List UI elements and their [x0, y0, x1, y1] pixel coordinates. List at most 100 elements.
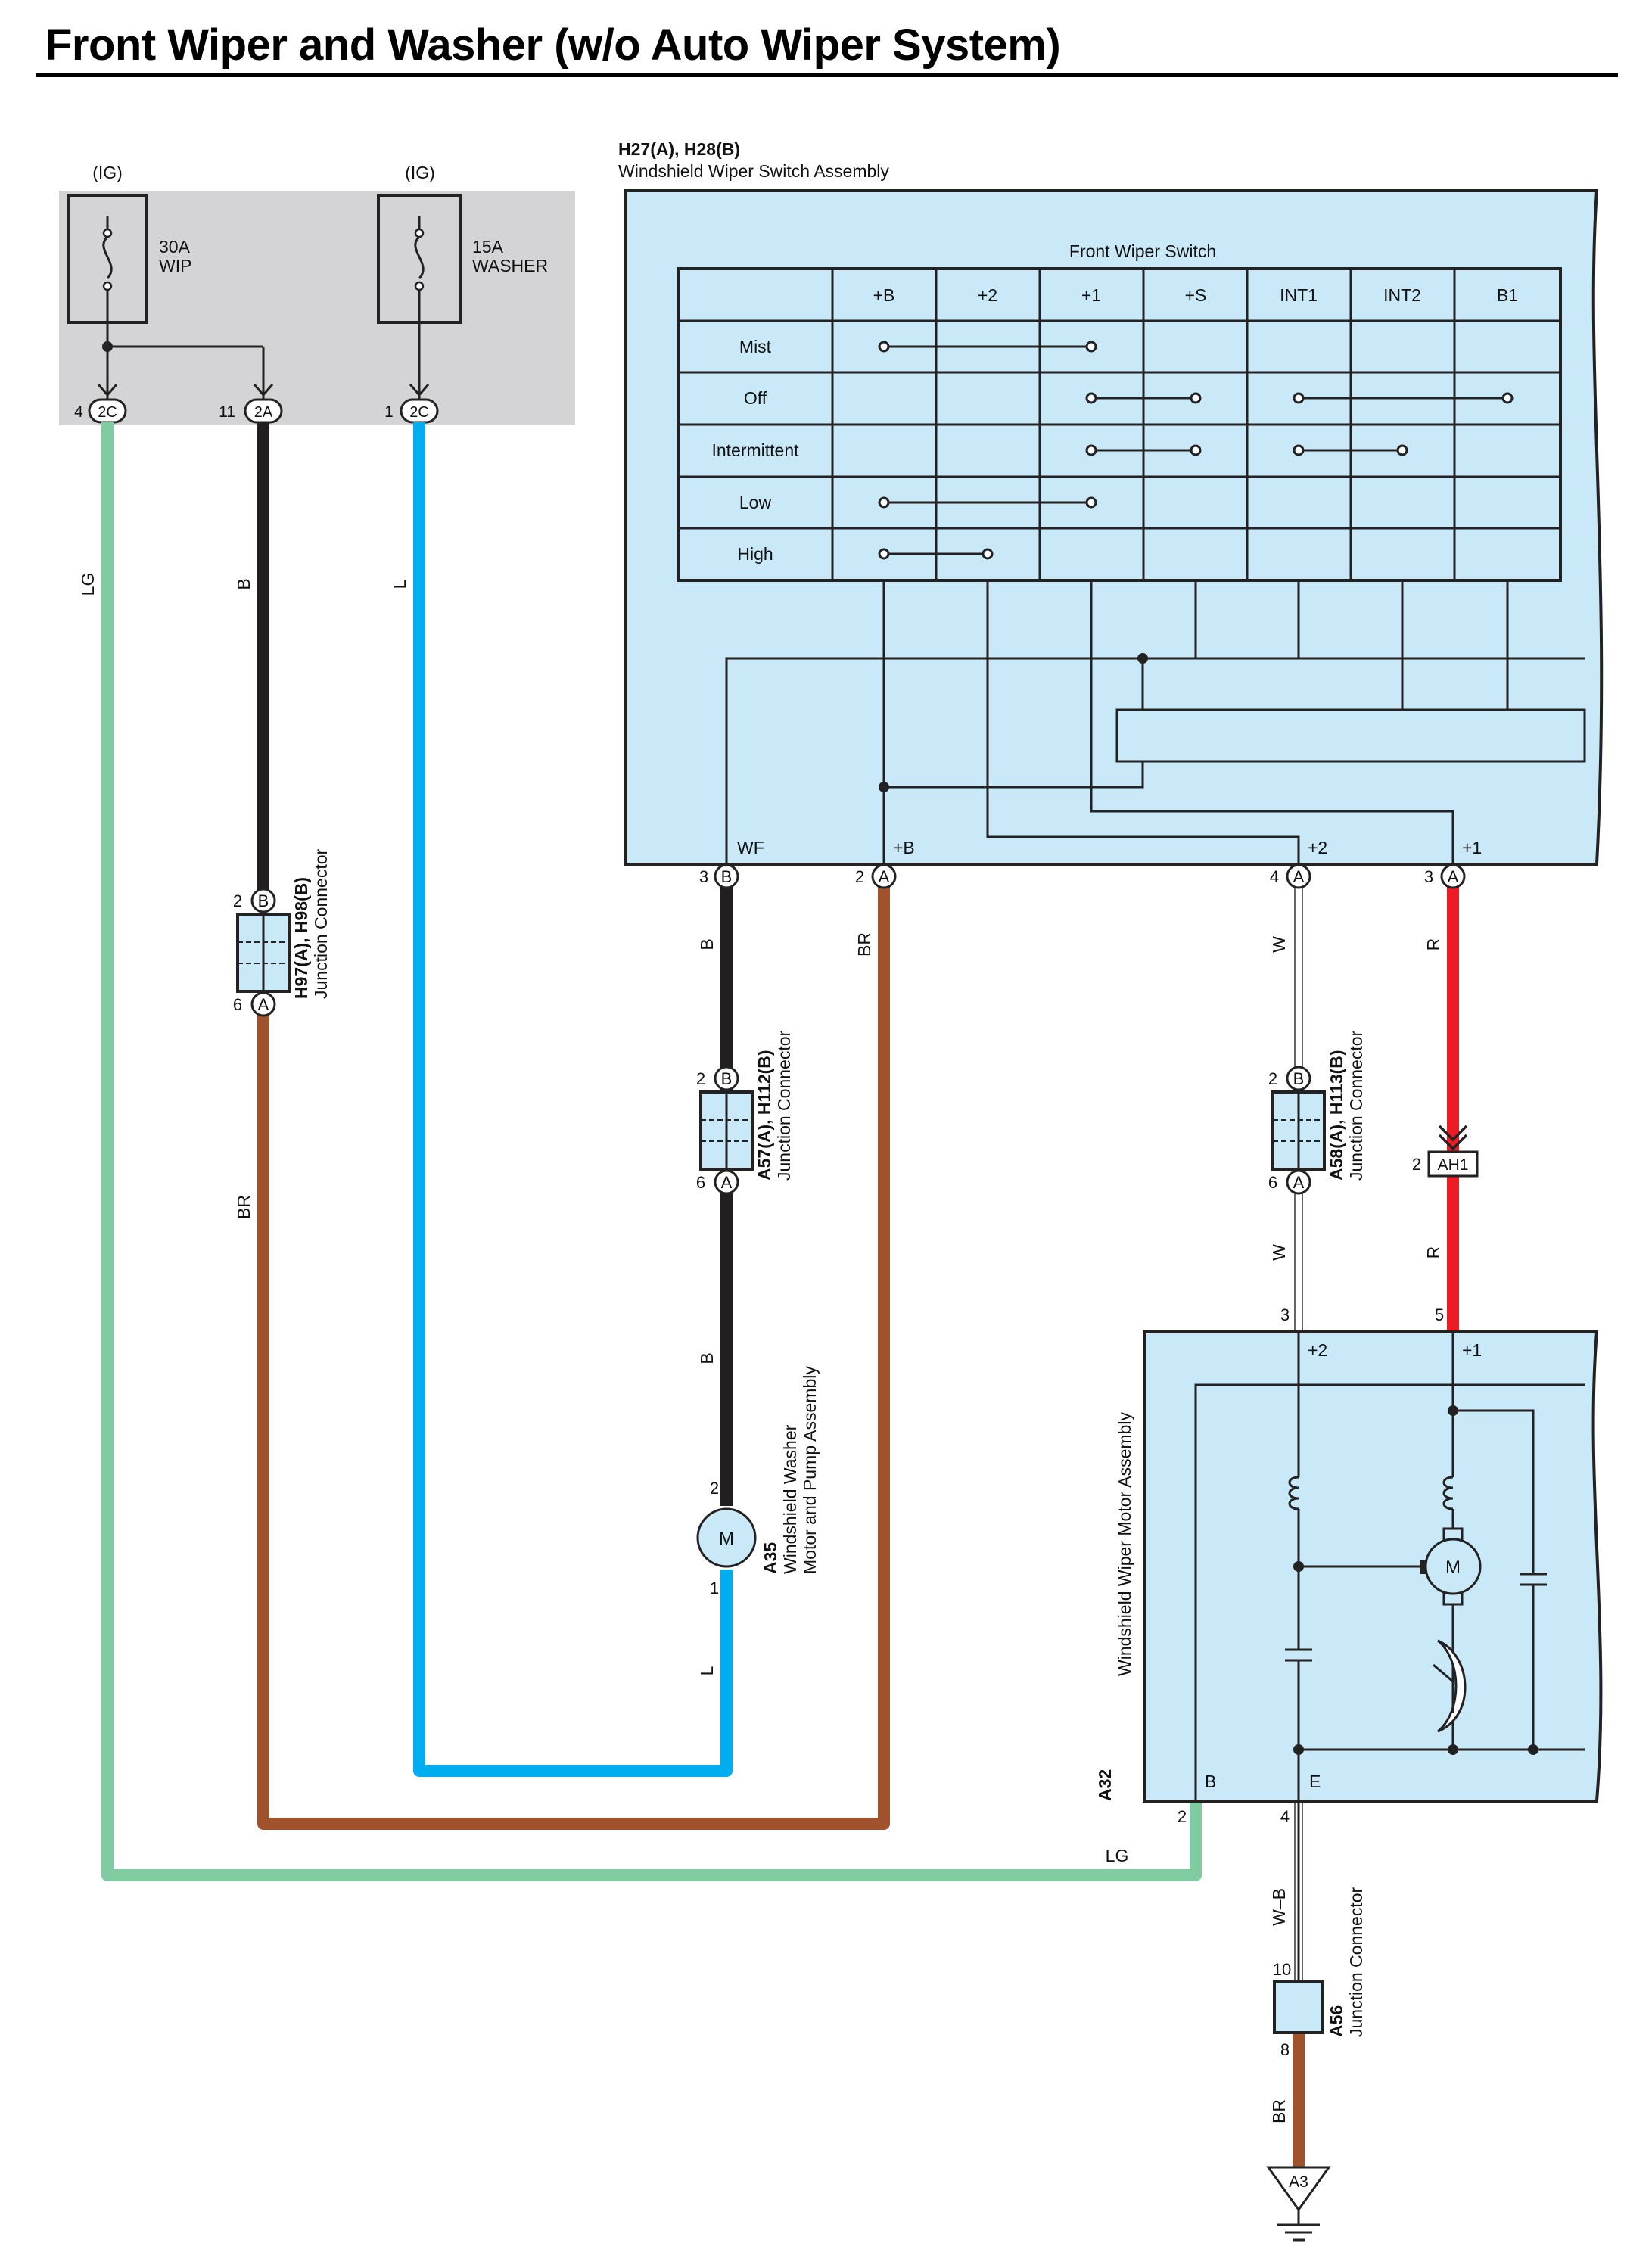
- junction-a57-ref: A57(A), H112(B): [754, 1050, 774, 1181]
- connector-ah1: AH1 2: [1412, 1125, 1479, 1178]
- wiper-terminal-label: E: [1309, 1772, 1321, 1791]
- row-label: Intermittent: [711, 440, 799, 460]
- wire-label-b: B: [697, 938, 717, 950]
- wiper-terminal-label: +1: [1462, 1340, 1482, 1360]
- connector-ah1-code: AH1: [1438, 1156, 1469, 1174]
- wire-label-l: L: [697, 1666, 717, 1675]
- fuse-connector-code: 2A: [254, 404, 273, 421]
- junction-a58-conn-top: B: [1293, 1069, 1305, 1088]
- fuse-connector-pin: 4: [74, 403, 83, 421]
- fuse-washer-name: WASHER: [472, 256, 548, 275]
- park-switch-cam-icon: [1437, 1639, 1467, 1733]
- switch-assembly-ref: H27(A), H28(B): [618, 139, 740, 159]
- wire-label-lg: LG: [1106, 1846, 1129, 1865]
- title-rule: [36, 73, 1618, 77]
- fuse-connector-pin: 11: [219, 403, 235, 421]
- wire-label-b: B: [697, 1352, 717, 1364]
- junction-a56-pin-top: 10: [1273, 1960, 1291, 1979]
- row-label: Off: [744, 388, 767, 408]
- junction-h97-pin-top: 2: [233, 891, 242, 910]
- wire-label-w-b: W–B: [1269, 1888, 1289, 1926]
- wire-labels: LG B L BR B BR B L W R W R LG W–B BR: [78, 573, 1443, 2123]
- fuse-wip-name: WIP: [159, 256, 191, 275]
- washer-motor-pin-bottom: 1: [710, 1579, 719, 1598]
- washer-motor-symbol: M: [719, 1529, 734, 1549]
- junction-h97-name: Junction Connector: [311, 848, 331, 999]
- junction-h97-conn-top: B: [258, 891, 269, 910]
- junction-h97-conn-bottom: A: [258, 995, 269, 1014]
- wiper-terminal-label: B: [1205, 1772, 1216, 1791]
- column-header: B1: [1497, 285, 1518, 305]
- connector-ah1-pin: 2: [1412, 1155, 1421, 1174]
- junction-a57-name: Junction Connector: [774, 1030, 794, 1181]
- switch-internal-wiring: [725, 580, 1586, 864]
- switch-assembly: H27(A), H28(B) Windshield Wiper Switch A…: [618, 139, 1604, 889]
- wiper-terminal-pin: 2: [1178, 1807, 1187, 1826]
- junction-a58-ref: A58(A), H113(B): [1327, 1050, 1346, 1181]
- junction-a57-conn-bottom: A: [721, 1173, 733, 1192]
- switch-terminal-plus-1: [1440, 863, 1466, 889]
- washer-motor-ref: A35: [761, 1542, 780, 1574]
- switch-terminal-pin: 3: [699, 867, 708, 886]
- fuse-connector-pin: 1: [384, 403, 394, 421]
- row-label: High: [737, 544, 773, 564]
- row-label: Low: [739, 493, 772, 512]
- wire-label-br: BR: [234, 1195, 254, 1219]
- column-header: +2: [978, 285, 997, 305]
- wire-label-r: R: [1423, 1246, 1443, 1259]
- switch-terminal-wf: [714, 863, 739, 889]
- junction-a56-body: [1273, 1980, 1324, 2034]
- washer-motor-name-2: Motor and Pump Assembly: [800, 1366, 820, 1574]
- switch-terminal-plus-2: [1286, 863, 1311, 889]
- washer-motor-pin-top: 2: [710, 1479, 719, 1498]
- wire-label-lg: LG: [78, 573, 98, 596]
- junction-a57-pin-top: 2: [696, 1069, 705, 1088]
- row-label: Mist: [739, 337, 772, 356]
- wiper-motor-symbol: M: [1445, 1557, 1461, 1578]
- wire-l: [413, 422, 733, 1777]
- junction-a57: B 2 A 6 A57(A), H112(B) Junction Connect…: [696, 1030, 794, 1195]
- fuse-connector-code: 2C: [409, 404, 429, 421]
- switch-terminal-plus-b: [871, 863, 897, 889]
- wire-label-l: L: [390, 579, 409, 589]
- junction-a56-pin-bottom: 8: [1280, 2040, 1290, 2059]
- junction-h97-pin-bottom: 6: [233, 995, 242, 1014]
- fuse-wip-rating: 30A: [159, 237, 191, 257]
- ground-code: A3: [1289, 2173, 1308, 2191]
- switch-terminal-label: +B: [893, 838, 915, 857]
- junction-a57-pin-bottom: 6: [696, 1173, 705, 1192]
- column-header: +B: [873, 285, 895, 305]
- column-header: INT1: [1280, 285, 1318, 305]
- junction-a57-conn-top: B: [721, 1069, 733, 1088]
- wire-label-br: BR: [1269, 2099, 1289, 2123]
- wire-lg: [101, 422, 1202, 1881]
- wiper-motor-ref: A32: [1095, 1769, 1115, 1801]
- ground-a3: A3: [1266, 2166, 1331, 2242]
- wire-label-w: W: [1269, 936, 1289, 953]
- wiper-terminal-pin: 4: [1280, 1807, 1290, 1826]
- fuse-box-background: [59, 191, 575, 425]
- wiper-motor-assembly: 3 5 +2 +1 B E 2 4 A32 Windshield Wiper M…: [1095, 1305, 1603, 1826]
- junction-a56-ref: A56: [1327, 2005, 1346, 2037]
- fuse-box: (IG) (IG) 30A WIP 15A WASHER 2C 4: [59, 163, 575, 425]
- washer-motor: 2 M 1 A35 Windshield Washer Motor and Pu…: [696, 1366, 820, 1598]
- wire-label-b: B: [234, 578, 254, 590]
- switch-terminal-conn: A: [879, 867, 890, 886]
- junction-h97: B 2 A 6 H97(A), H98(B) Junction Connecto…: [233, 848, 331, 1017]
- switch-terminal-pin: 4: [1270, 867, 1279, 886]
- switch-terminal-label: +1: [1462, 838, 1482, 857]
- fuse-washer-rating: 15A: [472, 237, 504, 257]
- switch-terminal-pin: 2: [855, 867, 864, 886]
- wiper-terminal-pin: 3: [1280, 1305, 1290, 1324]
- wiper-terminal-label: +2: [1308, 1340, 1327, 1360]
- switch-terminal-label: +2: [1308, 838, 1327, 857]
- fuse-washer-source: (IG): [405, 163, 435, 182]
- continuity-marks: [878, 341, 1514, 560]
- switch-table-title: Front Wiper Switch: [1069, 241, 1216, 261]
- switch-terminal-conn: A: [1293, 867, 1305, 886]
- junction-h97-ref: H97(A), H98(B): [291, 877, 311, 999]
- fuse-connector-code: 2C: [98, 404, 117, 421]
- switch-terminal-conn: B: [721, 867, 733, 886]
- washer-motor-name-1: Windshield Washer: [780, 1424, 800, 1574]
- junction-a56: 10 8 A56 Junction Connector: [1273, 1887, 1366, 2059]
